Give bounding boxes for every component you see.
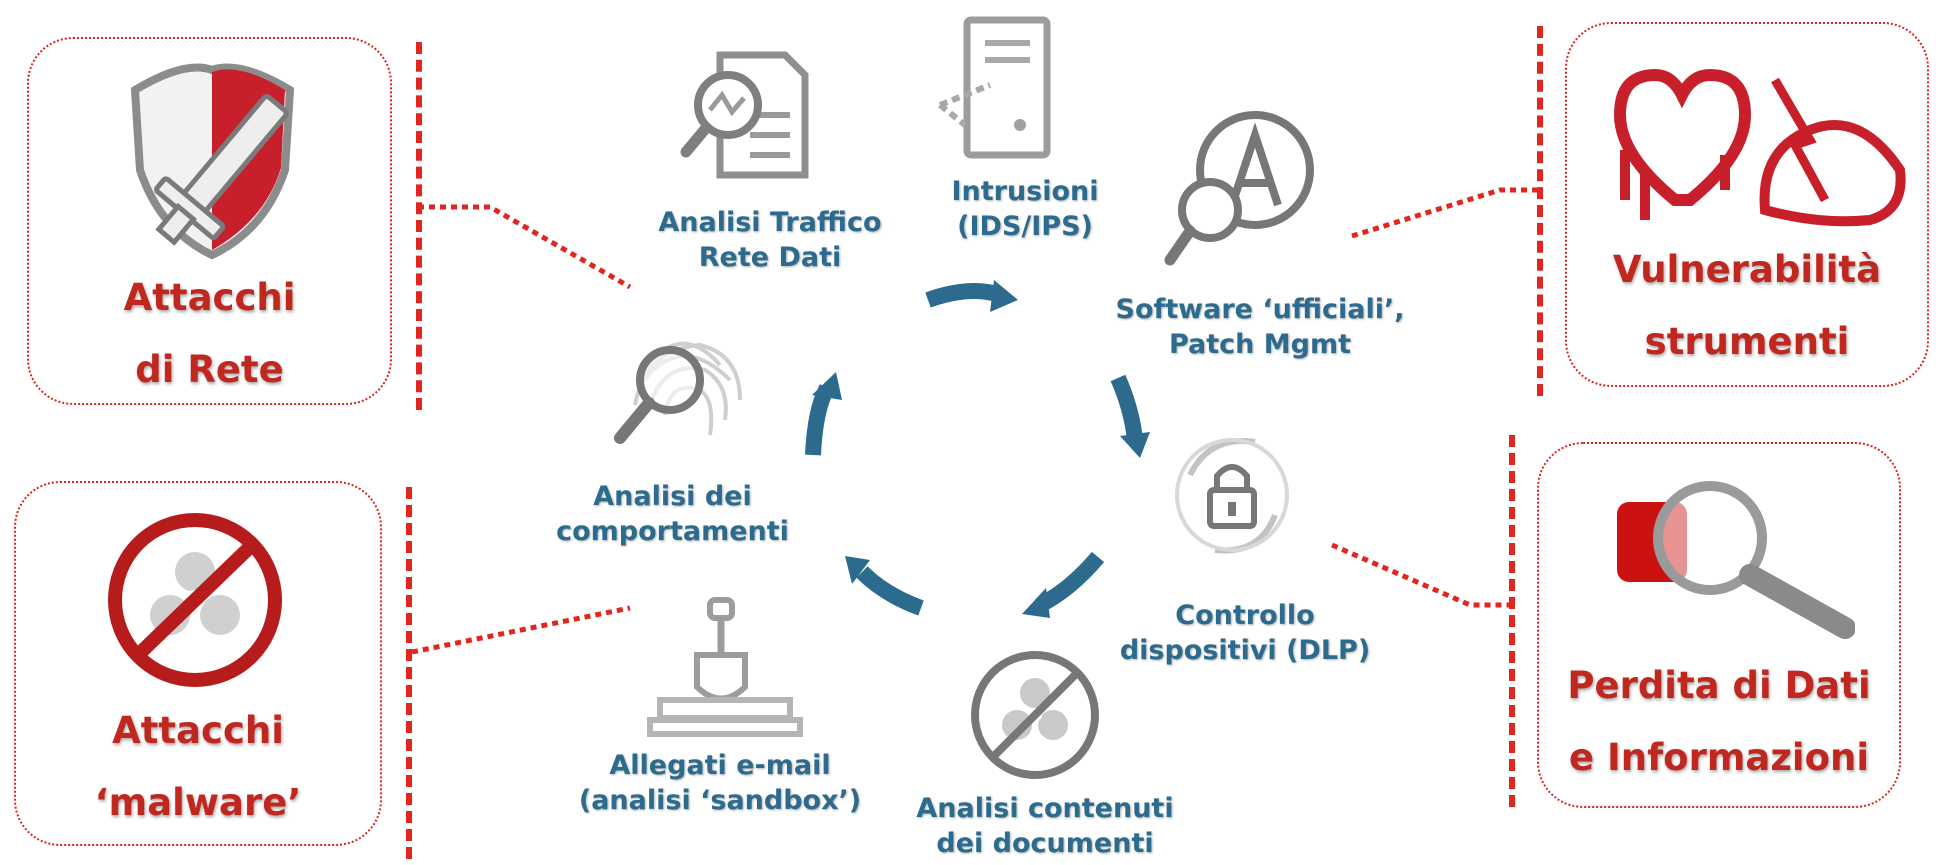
- threat-network-line2: di Rete: [135, 348, 284, 391]
- connector-network: [418, 204, 632, 290]
- connector-malware: [411, 605, 631, 655]
- threat-vulnerabilities-line1: Vulnerabilità: [1612, 248, 1882, 291]
- divider-right-top: [1537, 26, 1543, 396]
- control-behavior-line1: Analisi dei: [593, 481, 752, 512]
- cycle-arrow-1: [925, 283, 1003, 308]
- connector-vulnerabilities: [1351, 187, 1540, 239]
- divider-left-bottom: [406, 487, 412, 859]
- heartbleed-shellshock-icon: [1613, 68, 1906, 227]
- control-devices-line2: dispositivi (DLP): [1119, 635, 1371, 666]
- control-documents-line2: dei documenti: [936, 828, 1154, 859]
- cycle-arrow-5: [805, 384, 835, 456]
- threat-box-vulnerabilities: [1565, 22, 1929, 387]
- shield-sword-icon: [130, 63, 295, 260]
- control-behavior-label: Analisi dei comportamenti: [545, 479, 800, 549]
- fingerprint-search-icon: [614, 341, 742, 444]
- control-traffic-line1: Analisi Traffico: [658, 207, 882, 238]
- threat-malware-line1: Attacchi: [112, 709, 284, 752]
- cycle-arrow-2: [1110, 374, 1143, 441]
- threat-vulnerabilities-line2: strumenti: [1644, 320, 1850, 363]
- divider-left-top: [416, 42, 422, 410]
- lock-cycle-icon: [1175, 438, 1289, 554]
- server-intrusion-icon: [938, 16, 1051, 159]
- control-documents-label: Analisi contenuti dei documenti: [905, 791, 1185, 861]
- shovel-sandbox-icon: [647, 597, 803, 737]
- control-traffic-label: Analisi Traffico Rete Dati: [640, 205, 900, 275]
- control-devices-line1: Controllo: [1175, 600, 1315, 631]
- biohazard-blocked-icon: [971, 651, 1099, 779]
- cycle-arrow-4: [856, 566, 924, 616]
- control-devices-label: Controllo dispositivi (DLP): [1110, 598, 1380, 668]
- control-software-line1: Software ‘ufficiali’,: [1115, 294, 1405, 325]
- connector-data-loss: [1331, 542, 1512, 608]
- control-intrusion-label: Intrusioni (IDS/IPS): [920, 174, 1130, 244]
- divider-right-bottom: [1509, 435, 1515, 807]
- threat-data-loss-line2: e Informazioni: [1568, 736, 1870, 779]
- app-search-icon: [1164, 111, 1314, 266]
- control-email-label: Allegati e-mail (analisi ‘sandbox’): [570, 748, 870, 818]
- control-traffic-line2: Rete Dati: [698, 242, 842, 273]
- control-documents-line1: Analisi contenuti: [916, 793, 1174, 824]
- threat-box-data-loss: [1537, 442, 1901, 808]
- control-email-line2: (analisi ‘sandbox’): [578, 785, 862, 816]
- threat-data-loss-line1: Perdita di Dati: [1567, 664, 1871, 707]
- control-intrusion-line1: Intrusioni: [951, 176, 1099, 207]
- data-magnifier-icon: [1617, 481, 1855, 639]
- threat-malware-line2: ‘malware’: [94, 781, 302, 824]
- document-search-icon: [680, 51, 809, 179]
- control-intrusion-line2: (IDS/IPS): [957, 211, 1093, 242]
- control-software-label: Software ‘ufficiali’, Patch Mgmt: [1105, 292, 1415, 362]
- cycle-arrow-3: [1036, 551, 1105, 613]
- biohazard-prohibited-icon: [108, 513, 282, 687]
- threat-network-line1: Attacchi: [123, 276, 296, 319]
- threat-box-network: [27, 37, 392, 405]
- control-email-line1: Allegati e-mail: [609, 750, 831, 781]
- control-behavior-line2: comportamenti: [556, 516, 789, 547]
- control-software-line2: Patch Mgmt: [1168, 329, 1352, 360]
- threat-box-malware: [14, 481, 382, 846]
